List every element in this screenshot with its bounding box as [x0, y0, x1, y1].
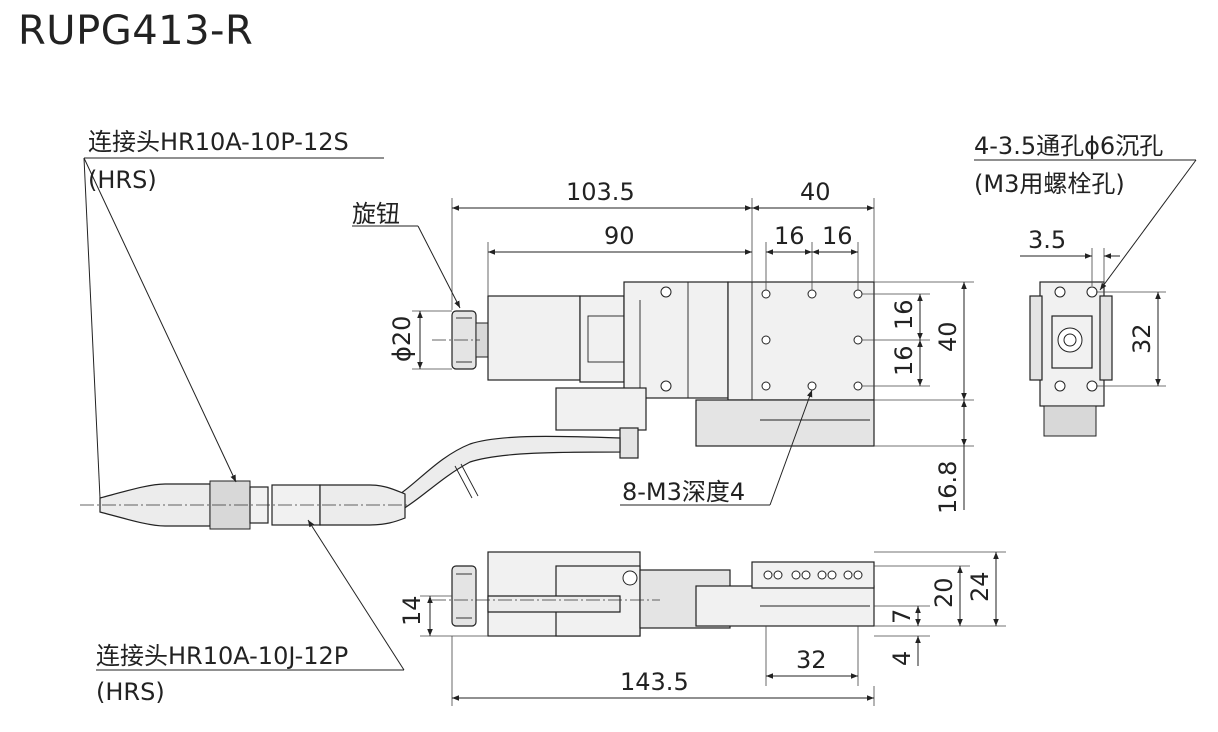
dimension-texts: 103.5 40 90 16 16 ϕ20 16 16 40 16.8 3.5 …	[388, 178, 1156, 696]
dim-40-top: 40	[800, 178, 831, 206]
connector-bottom-sub: (HRS)	[96, 678, 165, 706]
motor-body	[487, 295, 581, 381]
tapped-holes	[761, 289, 863, 391]
dim-4: 4	[888, 651, 916, 666]
side-view	[1029, 281, 1113, 437]
dim-32-side: 32	[1128, 323, 1156, 354]
connector-bottom-label: 连接头HR10A-10J-12P	[96, 642, 348, 670]
tapped-label: 8-M3深度4	[622, 478, 745, 506]
dim-32-bottom: 32	[796, 646, 827, 674]
annotation-texts: 连接头HR10A-10P-12S (HRS) 旋钮 4-3.5通孔ϕ6沉孔 (M…	[88, 128, 1163, 706]
dim-103-5: 103.5	[566, 178, 635, 206]
dim-3-5: 3.5	[1028, 226, 1066, 254]
bottom-holes	[763, 570, 863, 580]
dim-24: 24	[966, 571, 994, 602]
knob-label: 旋钮	[352, 200, 400, 228]
dim-14: 14	[398, 595, 426, 626]
dim-40-v: 40	[934, 321, 962, 352]
page-title: RUPG413-R	[18, 8, 254, 54]
dim-90: 90	[604, 222, 635, 250]
holes-sub: (M3用螺栓孔)	[974, 170, 1125, 198]
bottom-view	[432, 551, 875, 637]
dim-16-v2: 16	[890, 345, 918, 376]
dim-16-v1: 16	[890, 299, 918, 330]
dim-7: 7	[888, 609, 916, 624]
connector-top-sub: (HRS)	[88, 166, 157, 194]
leader-lines	[83, 157, 1197, 671]
dim-16-8: 16.8	[934, 461, 962, 514]
stage-top	[727, 281, 875, 401]
dim-phi20: ϕ20	[388, 316, 416, 362]
dim-16-b: 16	[822, 222, 853, 250]
dim-20: 20	[930, 577, 958, 608]
connector-top-label: 连接头HR10A-10P-12S	[88, 128, 349, 156]
dim-143-5: 143.5	[620, 668, 689, 696]
dim-16-a: 16	[774, 222, 805, 250]
holes-label: 4-3.5通孔ϕ6沉孔	[974, 132, 1163, 160]
top-view	[80, 281, 875, 530]
dimension-lines	[412, 198, 1166, 706]
